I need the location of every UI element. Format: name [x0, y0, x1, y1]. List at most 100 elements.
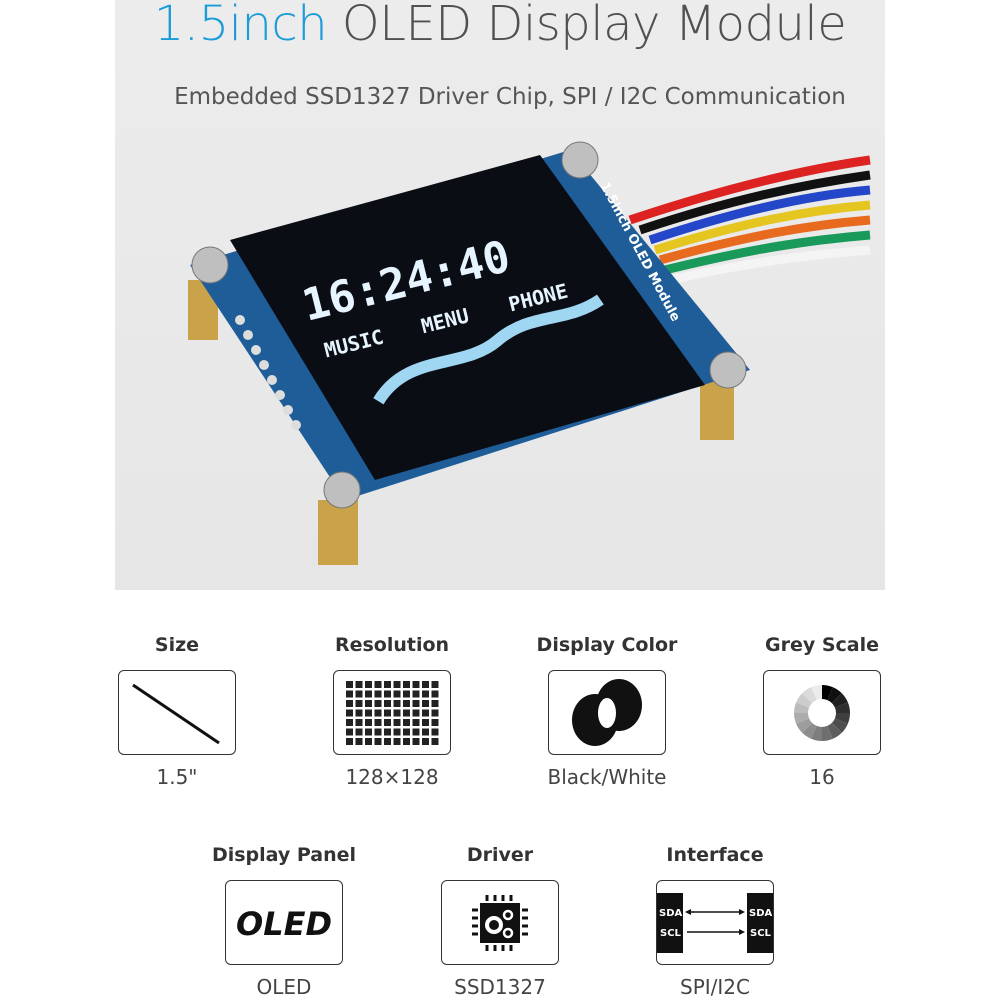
- pixel: [355, 700, 363, 707]
- pixel: [422, 700, 429, 707]
- pixel: [393, 709, 401, 717]
- pixel: [431, 690, 439, 698]
- pixel: [384, 690, 391, 698]
- pixel: [355, 681, 363, 688]
- spec-label: Driver: [466, 844, 534, 866]
- pixel: [431, 681, 439, 688]
- grey-segment: [834, 713, 850, 724]
- pixel: [374, 690, 382, 698]
- pixel: [346, 681, 353, 688]
- pixel: [374, 709, 382, 717]
- pixel: [412, 738, 420, 745]
- pixel: [403, 728, 410, 736]
- pixel: [355, 709, 363, 717]
- pixel: [422, 690, 429, 698]
- spec-value: 1.5": [156, 765, 198, 789]
- pixel: [422, 709, 429, 717]
- standoff: [318, 500, 358, 565]
- pixel: [346, 690, 353, 698]
- spec-value: 16: [809, 765, 835, 789]
- pixel: [365, 690, 372, 698]
- pixel: [384, 738, 391, 745]
- pixel: [431, 719, 439, 726]
- spec-label: Display Panel: [211, 844, 357, 866]
- pixel: [403, 738, 410, 745]
- pixel: [422, 681, 429, 688]
- pixel: [346, 709, 353, 717]
- pixel: [365, 681, 372, 688]
- pixel: [355, 719, 363, 726]
- pixel: [384, 709, 391, 717]
- pixel: [393, 681, 401, 688]
- grey-segment: [794, 702, 810, 713]
- pixel: [422, 728, 429, 736]
- pixel: [412, 681, 420, 688]
- grey-segment: [834, 702, 850, 713]
- title-accent: 1.5inch: [153, 0, 328, 52]
- grey-segment: [796, 693, 813, 708]
- pixel: [403, 700, 410, 707]
- spec-resolution: Resolution 128×128: [302, 634, 482, 789]
- pin-sda-left: SDA: [659, 908, 683, 919]
- pixel: [422, 738, 429, 745]
- pixel: [384, 719, 391, 726]
- pixel: [412, 690, 420, 698]
- pixel: [403, 719, 410, 726]
- pixel-grid-icon: [333, 670, 451, 755]
- wires: [628, 155, 871, 285]
- pixel: [422, 719, 429, 726]
- pixel: [412, 719, 420, 726]
- pixel: [431, 700, 439, 707]
- pixel: [431, 738, 439, 745]
- pixel: [393, 738, 401, 745]
- spec-grey-scale: Grey Scale 16: [732, 634, 912, 789]
- pixel: [365, 719, 372, 726]
- spec-driver: Driver SSD1327: [410, 844, 590, 999]
- grey-segment: [827, 687, 842, 704]
- pixel: [346, 728, 353, 736]
- pixel: [365, 738, 372, 745]
- grey-segment: [796, 718, 813, 733]
- page-title: 1.5inch OLED Display Module: [0, 0, 1000, 52]
- pixel: [374, 700, 382, 707]
- pixel: [355, 728, 363, 736]
- floral-graphic: [373, 294, 604, 405]
- pin-sda-right: SDA: [749, 908, 773, 919]
- spec-label: Interface: [666, 844, 764, 866]
- pixel: [374, 719, 382, 726]
- pixel: [431, 728, 439, 736]
- diagonal-line-icon: [118, 670, 236, 755]
- screws: [191, 141, 747, 509]
- pin-scl-left: SCL: [660, 928, 682, 939]
- subtitle: Embedded SSD1327 Driver Chip, SPI / I2C …: [174, 84, 846, 110]
- pixel: [412, 728, 420, 736]
- oled-text-icon: OLED: [225, 880, 343, 965]
- oled-screen: [230, 155, 705, 480]
- oled-module-image: 16:24:40 MUSIC MENU PHONE 1.5inch OLED M…: [188, 141, 871, 565]
- grey-segment: [811, 725, 822, 741]
- pixel: [374, 681, 382, 688]
- standoff: [700, 380, 734, 440]
- pixel: [393, 719, 401, 726]
- pin-scl-right: SCL: [750, 928, 772, 939]
- pixel: [346, 700, 353, 707]
- pixel: [384, 700, 391, 707]
- grey-segment: [822, 685, 833, 701]
- grey-segment: [794, 713, 810, 724]
- header-pins: [235, 315, 301, 430]
- grey-ring-icon: [763, 670, 881, 755]
- spec-value: SPI/I2C: [680, 975, 750, 999]
- overlapping-circles-icon: [548, 670, 666, 755]
- grey-segment: [822, 725, 833, 741]
- pixel: [403, 709, 410, 717]
- grey-segment: [802, 722, 817, 739]
- oled-icon-text: OLED: [236, 905, 332, 943]
- pixel: [365, 709, 372, 717]
- pixel: [384, 681, 391, 688]
- pixel: [384, 728, 391, 736]
- pixel: [346, 719, 353, 726]
- grey-segment: [831, 718, 848, 733]
- spec-label: Display Color: [536, 634, 678, 656]
- pixel: [393, 728, 401, 736]
- title-rest: OLED Display Module: [327, 0, 847, 52]
